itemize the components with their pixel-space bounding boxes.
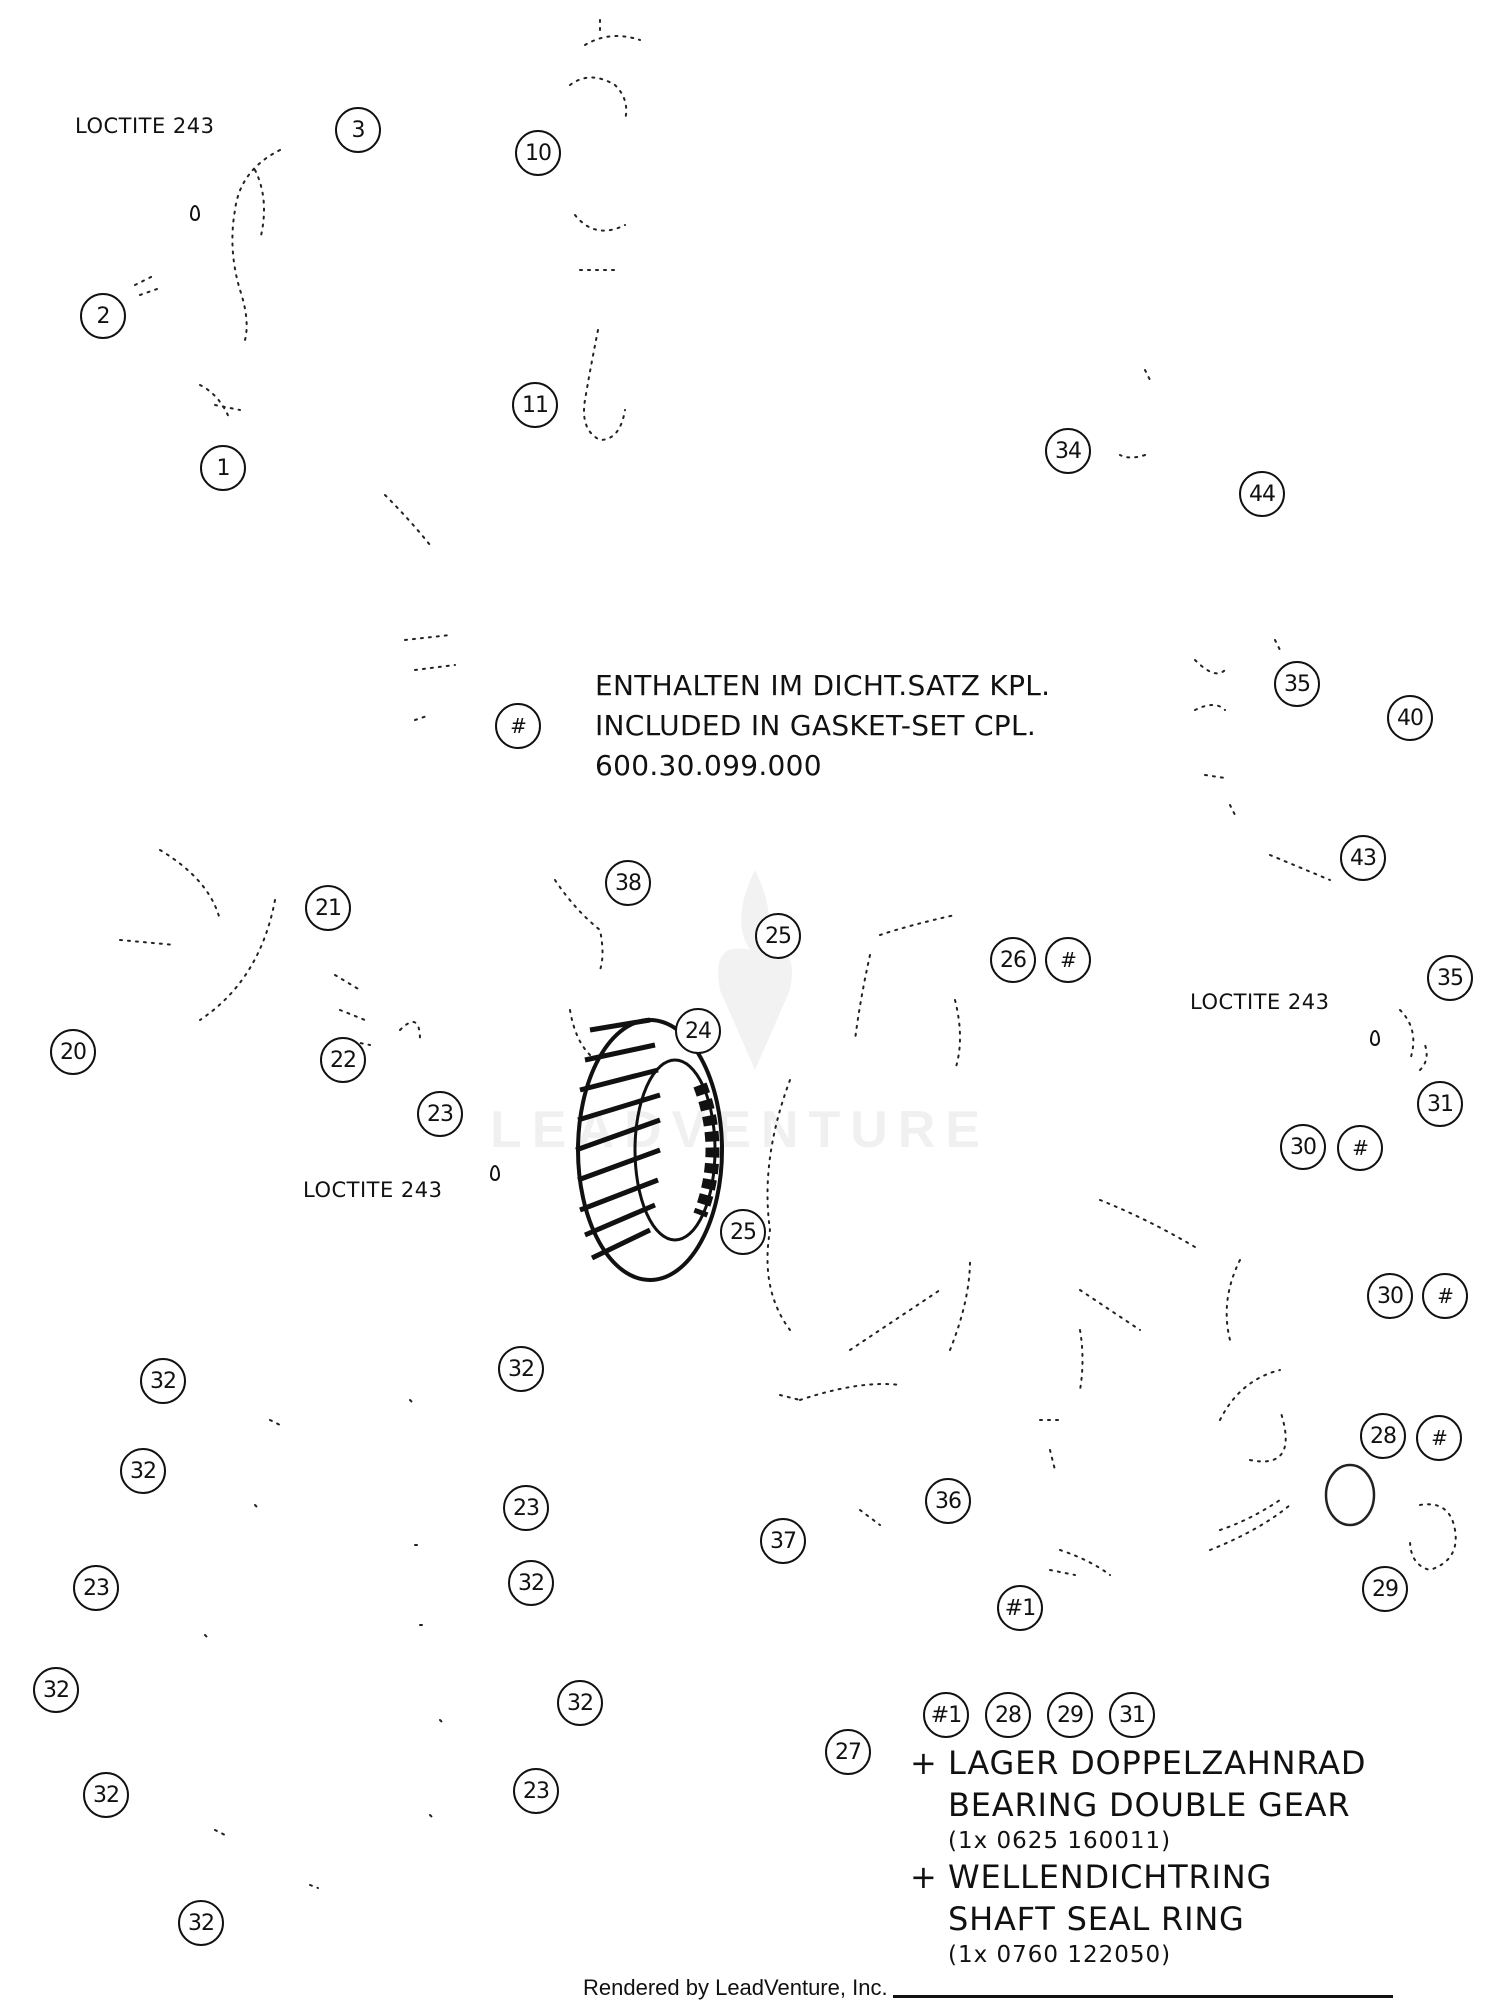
callout-43[interactable]: 43 [1340,835,1386,881]
callout-1[interactable]: 1 [200,445,246,491]
part-38-outline [554,879,604,971]
callout-29[interactable]: 29 [1362,1566,1408,1612]
legend-ref-callout[interactable]: 29 [1047,1692,1093,1738]
callout-23[interactable]: 23 [417,1091,463,1137]
gasket-note-partno: 600.30.099.000 [595,749,822,782]
callout-hash[interactable]: # [1337,1125,1383,1171]
legend-item-seal-en: SHAFT SEAL RING [948,1900,1245,1938]
crankcase-outline [766,1079,1241,1341]
callout-31[interactable]: 31 [1417,1081,1463,1127]
legend-ref-callout[interactable]: 31 [1109,1692,1155,1738]
callout-26[interactable]: 26 [990,937,1036,983]
watermark-text: LEADVENTURE [490,1101,991,1159]
callout-32[interactable]: 32 [508,1560,554,1606]
legend-item-seal-de: + WELLENDICHTRING [910,1856,1366,1898]
callout-44[interactable]: 44 [1239,471,1285,517]
callout-32[interactable]: 32 [498,1346,544,1392]
loctite-label: LOCTITE 243 [1190,990,1330,1014]
part-26-outline [854,914,961,1071]
part-2-outline [134,274,161,296]
legend-text: LAGER DOPPELZAHNRAD [948,1744,1367,1782]
callout-30[interactable]: 30 [1367,1273,1413,1319]
part-24-stator [575,1017,724,1282]
callout-32[interactable]: 32 [140,1358,186,1404]
callout-34[interactable]: 34 [1045,428,1091,474]
leadventure-logo-watermark [690,870,820,1075]
callout-11[interactable]: 11 [512,382,558,428]
callout-25[interactable]: 25 [720,1209,766,1255]
callout-35[interactable]: 35 [1274,661,1320,707]
callout-32[interactable]: 32 [83,1772,129,1818]
legend-item-bearing-de: + LAGER DOPPELZAHNRAD [910,1742,1366,1784]
callout-10[interactable]: 10 [515,130,561,176]
part-35-outline [1194,659,1226,779]
part-21-outline [199,899,276,1021]
part-31-outline [1399,1009,1428,1071]
legend-ref-callout[interactable]: 28 [985,1692,1031,1738]
loctite-label: LOCTITE 243 [303,1178,443,1202]
gasket-set-note: ENTHALTEN IM DICHT.SATZ KPL. INCLUDED IN… [595,666,1050,786]
callout-38[interactable]: 38 [605,860,651,906]
callout-28[interactable]: 28 [1360,1413,1406,1459]
callout-36[interactable]: 36 [925,1478,971,1524]
callout-32[interactable]: 32 [120,1448,166,1494]
legend-box: #1 28 29 31 + LAGER DOPPELZAHNRAD BEARING… [910,1692,1366,1970]
part-1-outline [199,384,241,421]
callout-23[interactable]: 23 [73,1565,119,1611]
callout-23[interactable]: 23 [503,1485,549,1531]
part-29-outline [1409,1503,1457,1572]
callout-23[interactable]: 23 [513,1768,559,1814]
plus-icon: + [910,1744,938,1782]
loctite-drop-icon [190,205,200,221]
callout-30[interactable]: 30 [1280,1124,1326,1170]
part-20-outline [119,849,221,946]
legend-item-bearing-en: BEARING DOUBLE GEAR [948,1786,1351,1824]
loctite-drop-icon [1370,1030,1380,1046]
callout-hash[interactable]: # [1416,1415,1462,1461]
legend-item-seal-qty: (1x 0760 122050) [948,1942,1172,1968]
callout-hash[interactable]: # [495,703,541,749]
callout-32[interactable]: 32 [178,1900,224,1946]
legend-ref-callout[interactable]: #1 [923,1692,969,1738]
callout-21[interactable]: 21 [305,885,351,931]
legend-text: WELLENDICHTRING [948,1858,1273,1896]
legend-item-bearing-qty: (1x 0625 160011) [948,1828,1172,1854]
footer-credit: Rendered by LeadVenture, Inc. [583,1975,888,2000]
footer-rule [893,1995,1393,1998]
callout-3[interactable]: 3 [335,107,381,153]
callout-27[interactable]: 27 [825,1729,871,1775]
part-10-outline [569,19,641,121]
callout-32[interactable]: 32 [557,1680,603,1726]
callout-35[interactable]: 35 [1427,955,1473,1001]
part-3-outline [231,149,281,341]
callout-40[interactable]: 40 [1387,695,1433,741]
callout-2[interactable]: 2 [80,293,126,339]
callout-32[interactable]: 32 [33,1667,79,1713]
plus-icon: + [910,1858,938,1896]
part-28-ring [1324,1463,1376,1527]
legend-refs: #1 28 29 31 [910,1692,1366,1742]
gasket-note-en: INCLUDED IN GASKET-SET CPL. [595,709,1037,742]
part-11-outline [583,329,626,442]
callout-hash-1[interactable]: #1 [997,1585,1043,1631]
callout-hash[interactable]: # [1422,1273,1468,1319]
callout-37[interactable]: 37 [760,1518,806,1564]
callout-24[interactable]: 24 [675,1008,721,1054]
callout-hash[interactable]: # [1045,937,1091,983]
callout-20[interactable]: 20 [50,1029,96,1075]
callout-25[interactable]: 25 [755,913,801,959]
loctite-label: LOCTITE 243 [75,114,215,138]
gasket-note-de: ENTHALTEN IM DICHT.SATZ KPL. [595,669,1051,702]
part-22-outline [334,974,421,1046]
callout-22[interactable]: 22 [320,1037,366,1083]
loctite-drop-icon [490,1165,500,1181]
